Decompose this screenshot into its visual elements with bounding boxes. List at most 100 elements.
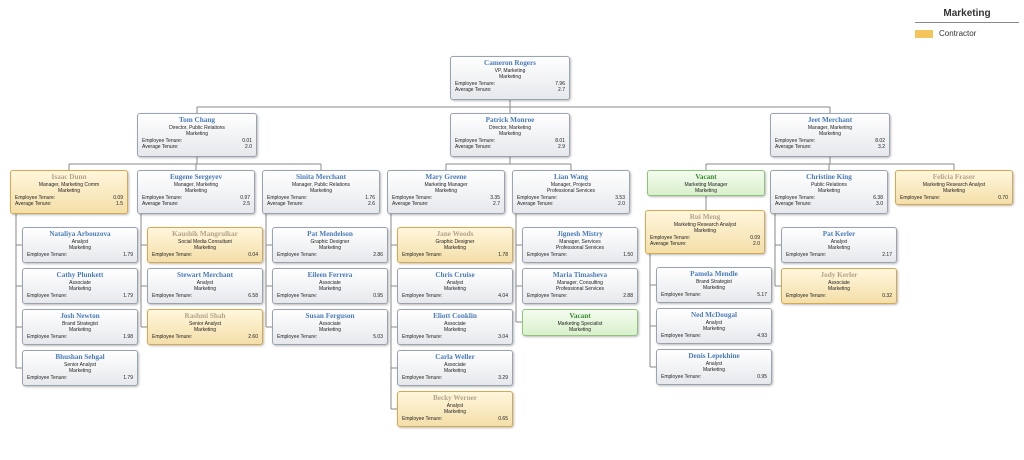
job-title: Manager, Marketing Comm: [38, 182, 100, 188]
average-tenure-label: Average Tenure:: [775, 144, 812, 151]
average-tenure-value: 3.2: [878, 144, 885, 151]
department: Marketing: [444, 368, 466, 375]
employee-tenure: Employee Tenure:0.09: [15, 195, 123, 201]
average-tenure: Average Tenure:2.6: [267, 201, 375, 207]
employee-tenure-value: 0.04: [248, 251, 258, 258]
employee-tenure-label: Employee Tenure:: [267, 194, 308, 201]
average-tenure-value: 2.0: [753, 241, 760, 248]
department: Marketing: [569, 327, 591, 334]
employee-name: Cameron Rogers: [484, 59, 536, 67]
job-title: Manager, Projects: [550, 182, 592, 188]
employee-tenure-value: 4.93: [757, 332, 767, 339]
employee-tenure-label: Employee Tenure:: [661, 373, 702, 380]
employee-tenure-label: Employee Tenure:: [517, 194, 558, 201]
department: Marketing: [69, 368, 91, 375]
department: Marketing: [703, 285, 725, 292]
contractor-swatch: [915, 29, 933, 38]
department: Marketing: [444, 245, 466, 252]
job-title: Public Relations: [811, 182, 847, 188]
employee-tenure: Employee Tenure:8.01: [455, 138, 565, 144]
employee-name: Eliott Conklin: [433, 312, 477, 320]
department: Marketing: [703, 326, 725, 333]
employee-name: Nataliya Arbouzova: [49, 230, 111, 238]
employee-tenure-value: 1.79: [123, 374, 133, 381]
job-title: Marketing Manager: [424, 182, 468, 188]
employee-tenure-label: Employee Tenure:: [786, 251, 827, 258]
department: Marketing: [194, 327, 216, 334]
job-title: Associate: [69, 280, 91, 286]
employee-tenure-label: Employee Tenure:: [27, 374, 68, 381]
average-tenure: Average Tenure:2.7: [455, 87, 565, 93]
employee-tenure: Employee Tenure:2.17: [786, 252, 892, 258]
job-title: Analyst: [705, 361, 723, 367]
job-title: Manager, Public Relations: [291, 182, 351, 188]
average-tenure-value: 2.0: [618, 201, 625, 208]
legend-contractor: Contractor: [915, 29, 1019, 38]
department: Marketing: [310, 188, 332, 195]
employee-tenure: Employee Tenure:3.04: [402, 334, 508, 340]
department: Marketing: [828, 286, 850, 293]
employee-name: Felicia Fraser: [932, 173, 976, 181]
average-tenure: Average Tenure:2.0: [517, 201, 625, 207]
job-title: Manager, Services: [559, 239, 601, 245]
employee-name: Denis Lepekhine: [688, 352, 740, 360]
employee-tenure: Employee Tenure:8.02: [775, 138, 885, 144]
job-title: Senior Analyst: [64, 362, 96, 368]
employee-name: Rui Meng: [689, 213, 721, 221]
department: Marketing: [194, 245, 216, 252]
department: Marketing: [943, 188, 965, 195]
average-tenure: Average Tenure:2.7: [392, 201, 500, 207]
employee-tenure-value: 1.79: [123, 251, 133, 258]
employee-name: Jane Woods: [436, 230, 474, 238]
department: Marketing: [58, 188, 80, 195]
employee-tenure-value: 3.53: [615, 194, 625, 201]
employee-name: Rashmi Shah: [184, 312, 226, 320]
employee-tenure: Employee Tenure:2.86: [277, 252, 383, 258]
average-tenure-value: 2.7: [493, 201, 500, 208]
legend-title: Marketing: [915, 8, 1019, 23]
job-title: Associate: [319, 280, 341, 286]
employee-tenure: Employee Tenure:0.32: [786, 293, 892, 299]
employee-tenure-label: Employee Tenure:: [277, 251, 318, 258]
department: Marketing: [444, 409, 466, 416]
job-title: Senior Analyst: [189, 321, 221, 327]
department: Marketing: [819, 131, 841, 138]
